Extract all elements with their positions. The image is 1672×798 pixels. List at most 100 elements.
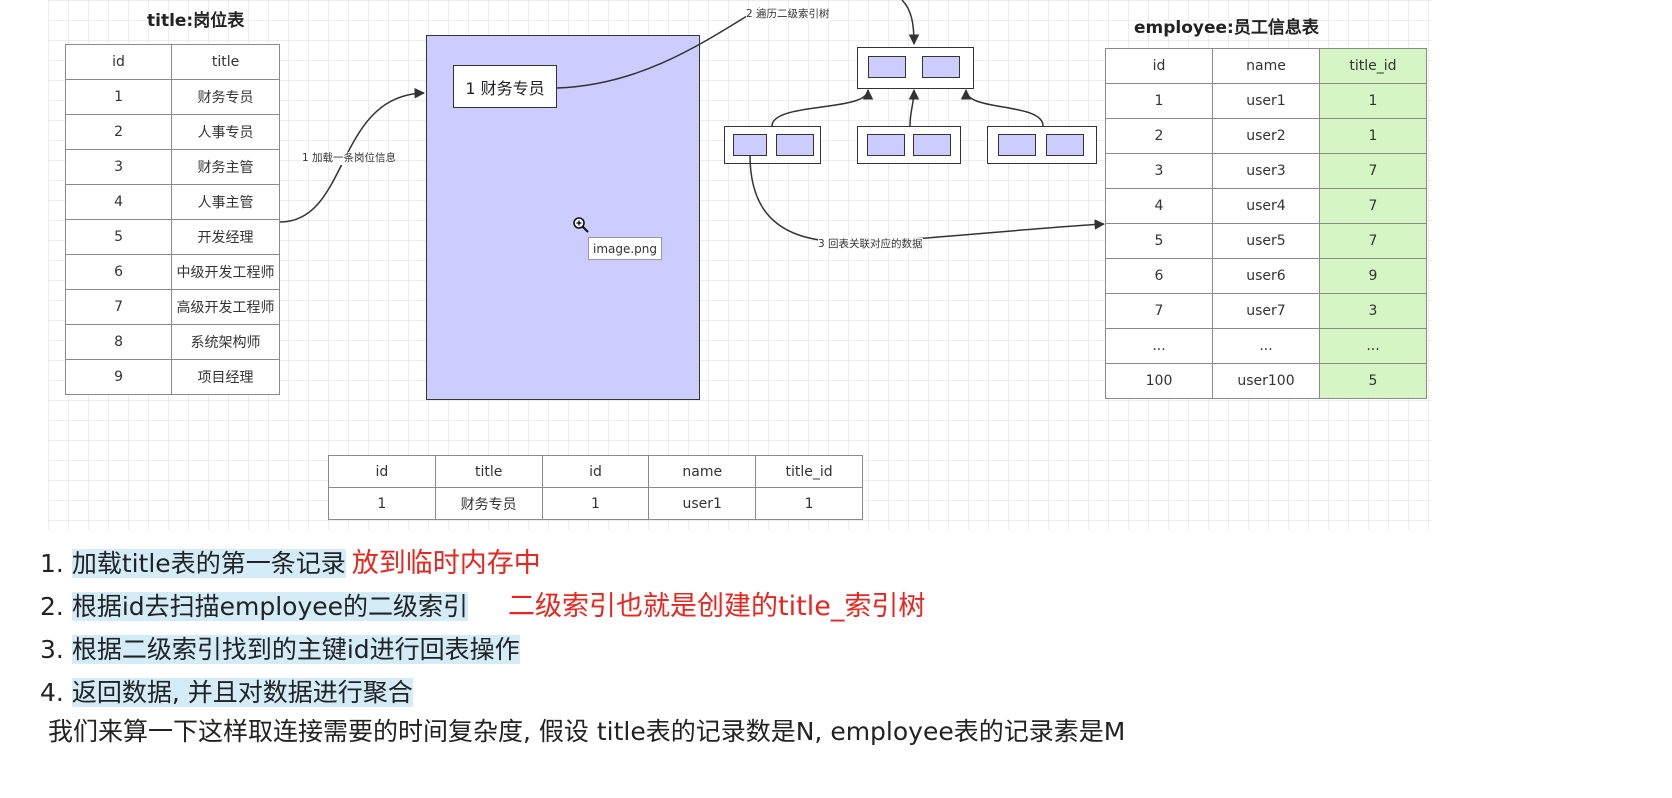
edge-label-lookup: 3 回表关联对应的数据 [818, 238, 923, 251]
edge-label-load: 1 加载一条岗位信息 [302, 152, 397, 165]
step-item: 1. 加载title表的第一条记录放到临时内存中 [40, 546, 541, 582]
table-cell: user6 [1212, 258, 1320, 294]
complexity-summary: 我们来算一下这样取连接需要的时间复杂度, 假设 title表的记录数是N, em… [48, 717, 1126, 746]
table-cell: ... [1212, 328, 1320, 364]
step-number: 1. [40, 549, 72, 578]
table-cell: 2 [1105, 118, 1213, 154]
zoom-in-cursor-icon [573, 217, 589, 233]
table-cell: 1 [1105, 83, 1213, 119]
edge-label-traverse: 2 遍历二级索引树 [746, 8, 830, 21]
table-cell: 开发经理 [171, 219, 280, 255]
step-item: 3. 根据二级索引找到的主键id进行回表操作 [40, 632, 520, 668]
employee-table-heading: employee:员工信息表 [1134, 18, 1319, 38]
step-text: 返回数据, 并且对数据进行聚合 [71, 678, 413, 707]
table-header-cell: id [328, 455, 436, 488]
table-cell: 1 [1319, 118, 1427, 154]
table-cell: 5 [1319, 363, 1427, 399]
lookup-arrow [749, 154, 1106, 243]
step-number: 3. [40, 635, 72, 664]
table-cell: 1 [755, 487, 863, 520]
step-annotation: 二级索引也就是创建的title_索引树 [508, 591, 926, 622]
index-leaf-node [857, 126, 961, 164]
table-cell: 4 [64, 184, 173, 220]
table-cell: user4 [1212, 188, 1320, 224]
step-item: 2. 根据id去扫描employee的二级索引二级索引也就是创建的title_索… [40, 589, 925, 625]
table-cell: 6 [1105, 258, 1213, 294]
leaf1-to-root-arrow [771, 88, 874, 127]
index-key-cell [776, 134, 814, 156]
table-header-cell: id [541, 455, 650, 488]
table-header-cell: id [64, 44, 173, 80]
table-header-cell: name [648, 455, 757, 488]
leaf3-to-root-arrow [960, 88, 1044, 127]
step-text: 根据二级索引找到的主键id进行回表操作 [71, 635, 520, 664]
table-cell: 3 [1319, 293, 1427, 329]
table-cell: 2 [64, 114, 173, 150]
table-cell: user5 [1212, 223, 1320, 259]
table-cell: 1 [328, 487, 436, 520]
index-leaf-node [987, 126, 1097, 164]
index-key-cell [922, 56, 960, 78]
table-cell: ... [1319, 328, 1427, 364]
step-annotation: 放到临时内存中 [351, 548, 541, 579]
table-header-cell: title_id [1319, 48, 1427, 84]
index-key-cell [998, 134, 1036, 156]
table-cell: 4 [1105, 188, 1213, 224]
traverse-line [556, 7, 761, 89]
title-table-heading: title:岗位表 [147, 11, 245, 31]
table-cell: 财务专员 [171, 79, 280, 115]
step-text: 加载title表的第一条记录 [71, 549, 346, 578]
leaf2-to-root-arrow [908, 88, 920, 127]
table-cell: user100 [1212, 363, 1320, 399]
table-cell: 100 [1105, 363, 1213, 399]
memory-record: 1 财务专员 [453, 65, 557, 108]
step-item: 4. 返回数据, 并且对数据进行聚合 [40, 675, 413, 711]
image-tooltip: image.png [588, 237, 662, 260]
table-cell: 3 [1105, 153, 1213, 189]
table-cell: user3 [1212, 153, 1320, 189]
index-leaf-node [724, 126, 821, 164]
table-cell: user2 [1212, 118, 1320, 154]
table-header-cell: id [1105, 48, 1213, 84]
index-root-node [857, 47, 974, 89]
table-cell: 项目经理 [171, 359, 280, 395]
table-cell: 7 [1319, 188, 1427, 224]
table-cell: user1 [648, 487, 757, 520]
table-cell: 1 [541, 487, 650, 520]
table-cell: 财务专员 [434, 487, 543, 520]
index-key-cell [868, 56, 906, 78]
step-number: 4. [40, 678, 72, 707]
table-cell: 1 [1319, 83, 1427, 119]
table-header-cell: title_id [755, 455, 863, 488]
table-header-cell: title [434, 455, 543, 488]
index-key-cell [1046, 134, 1084, 156]
root-entry-arrow [901, 0, 920, 46]
table-cell: 9 [1319, 258, 1427, 294]
table-cell: user7 [1212, 293, 1320, 329]
table-cell: 中级开发工程师 [171, 254, 280, 290]
table-header-cell: name [1212, 48, 1320, 84]
table-cell: user1 [1212, 83, 1320, 119]
table-cell: 5 [64, 219, 173, 255]
table-cell: 7 [1105, 293, 1213, 329]
table-cell: 7 [1319, 153, 1427, 189]
table-cell: 9 [64, 359, 173, 395]
table-cell: 7 [1319, 223, 1427, 259]
index-key-cell [913, 134, 951, 156]
